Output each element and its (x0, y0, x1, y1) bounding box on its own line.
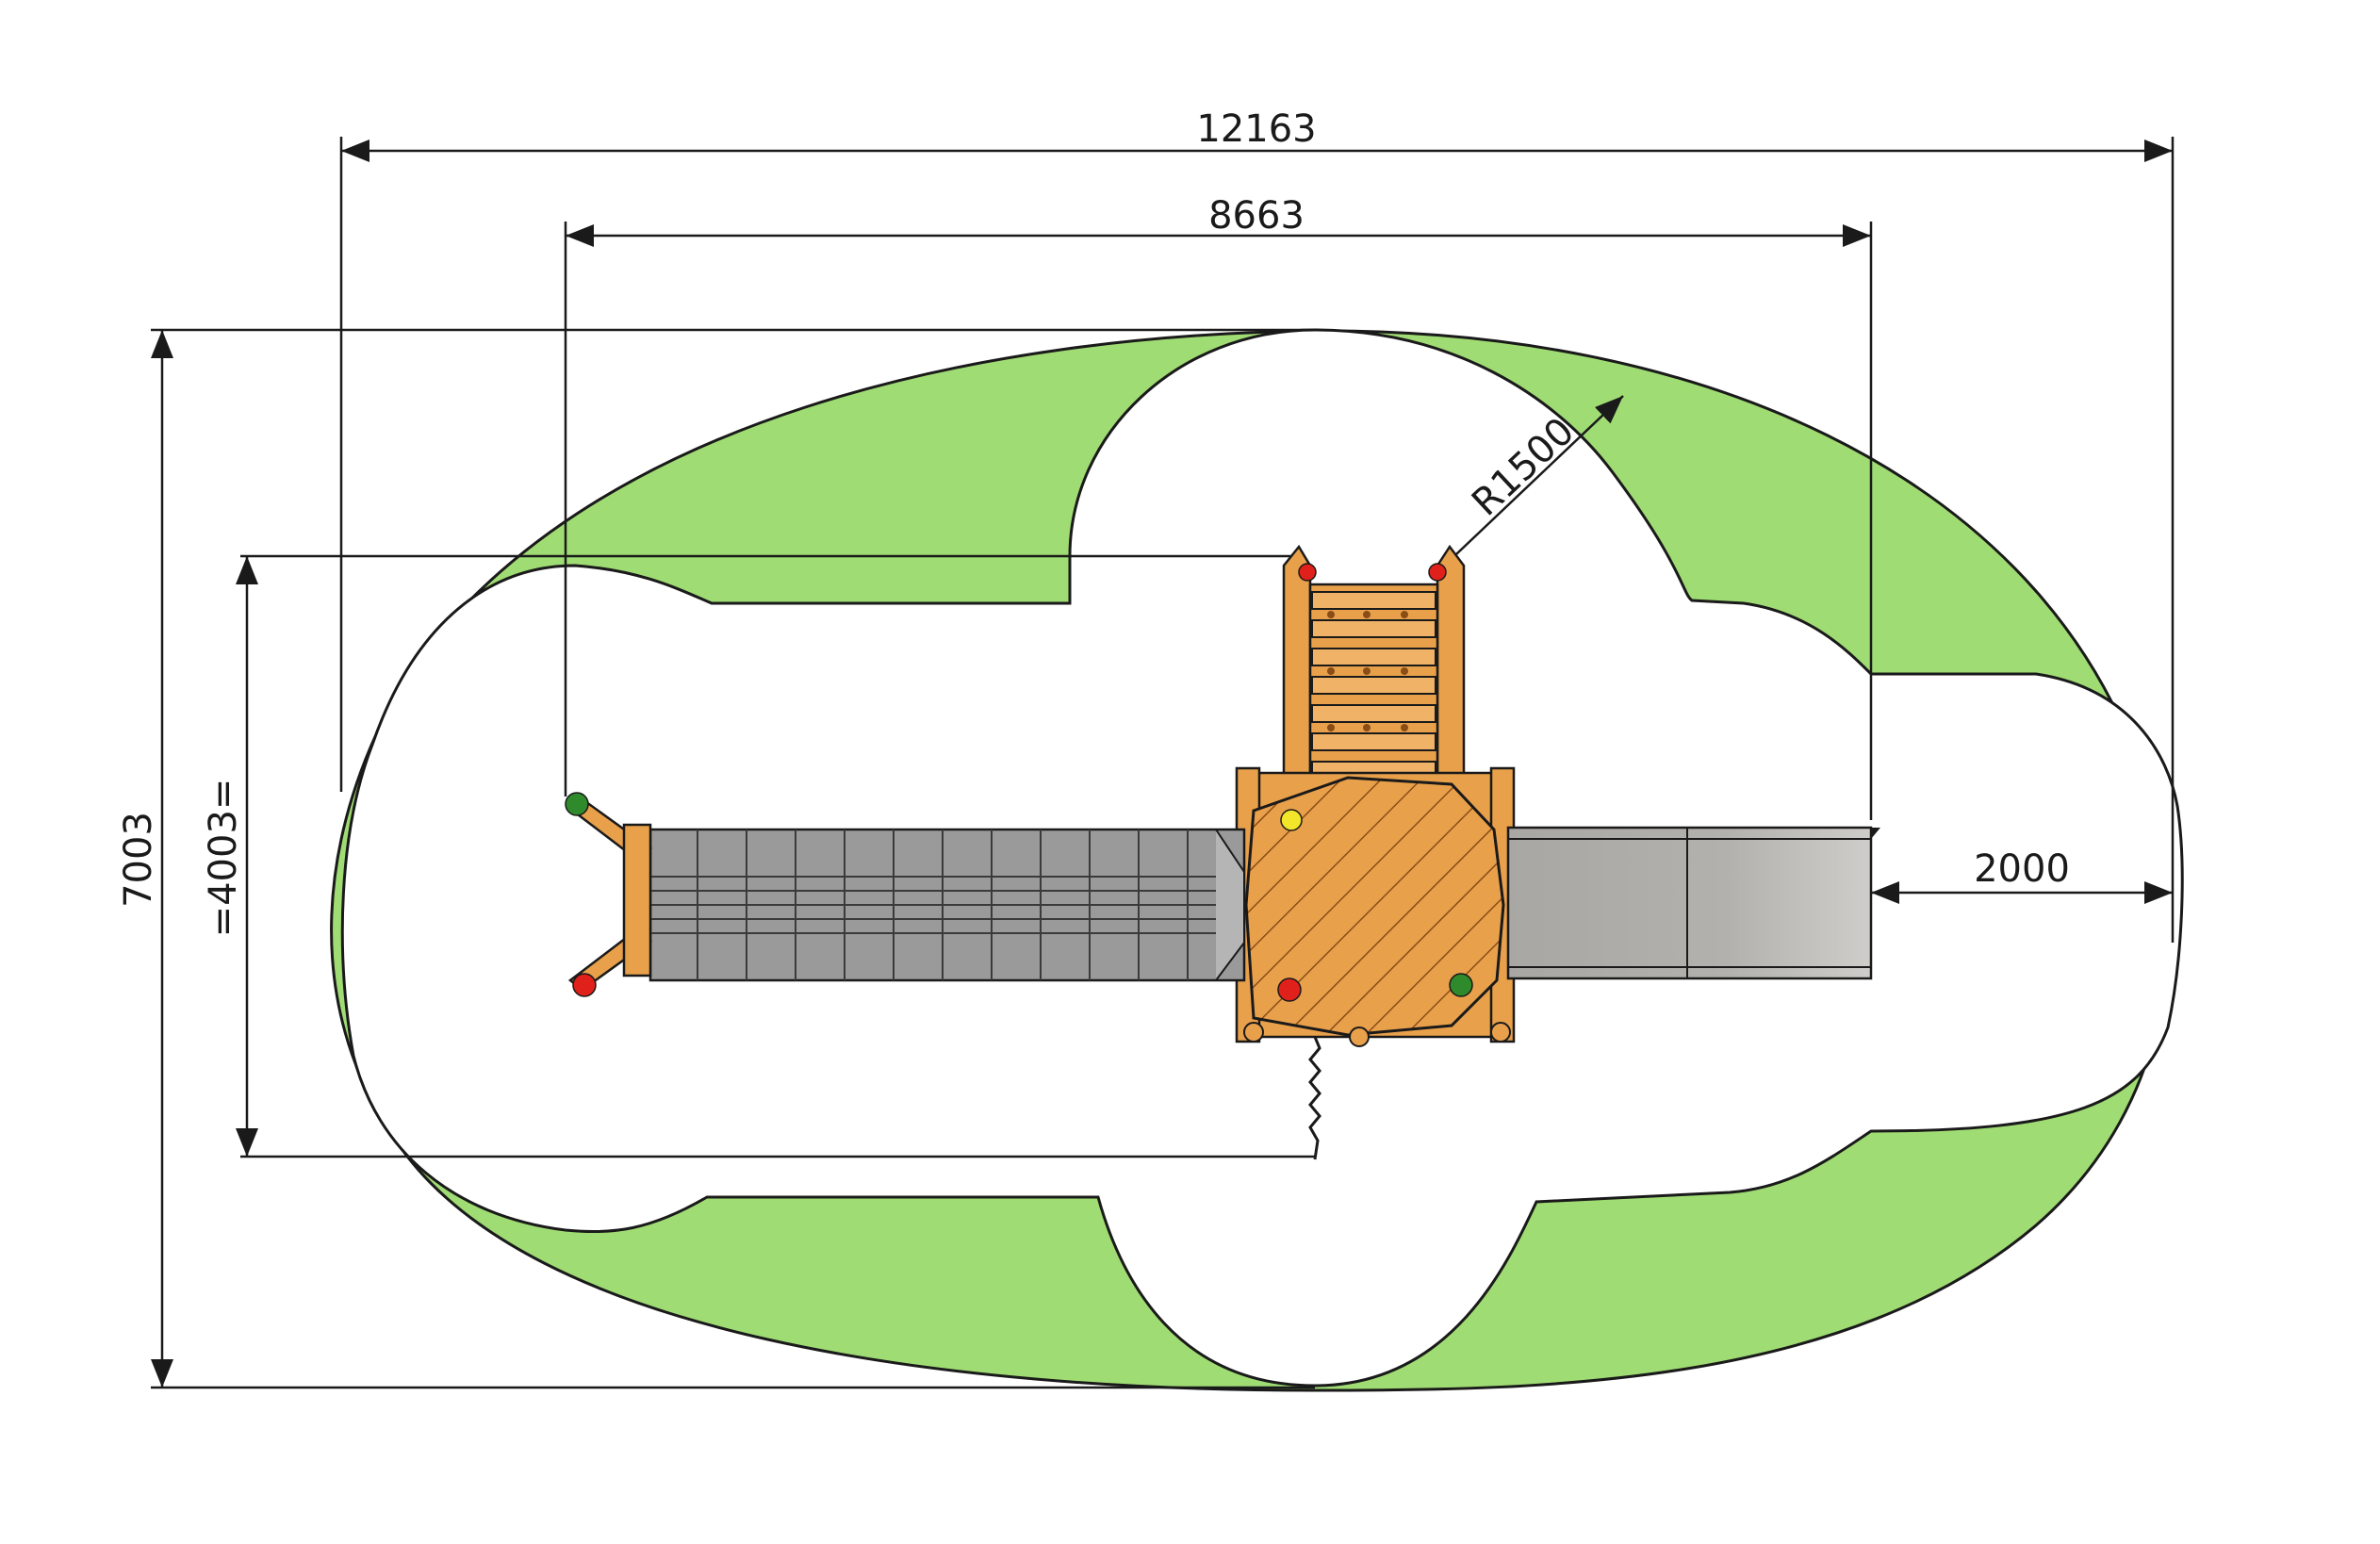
knob-yellow-icon (1280, 809, 1303, 831)
knob-green-icon (565, 792, 589, 816)
knob-red-icon (572, 973, 597, 997)
inner-width-label: 8663 (1208, 194, 1305, 238)
hanging-rope (1308, 1036, 1321, 1160)
slide (1506, 826, 1880, 980)
net-bridge (648, 828, 1246, 982)
radius-line (1455, 395, 1624, 555)
knob-red-icon (1298, 563, 1317, 582)
entry-posts (565, 792, 653, 997)
dimension-lines (151, 137, 2175, 1389)
inner-height-label: =4003= (202, 779, 245, 938)
slide-clearance-label: 2000 (1974, 847, 2070, 891)
overall-height-label: 7003 (117, 812, 160, 908)
overall-width-label: 12163 (1196, 107, 1316, 151)
knob-red-icon (1428, 563, 1447, 582)
knob-red-icon (1277, 977, 1302, 1002)
tower-deck (1235, 766, 1516, 1047)
knob-green-icon (1449, 973, 1473, 997)
